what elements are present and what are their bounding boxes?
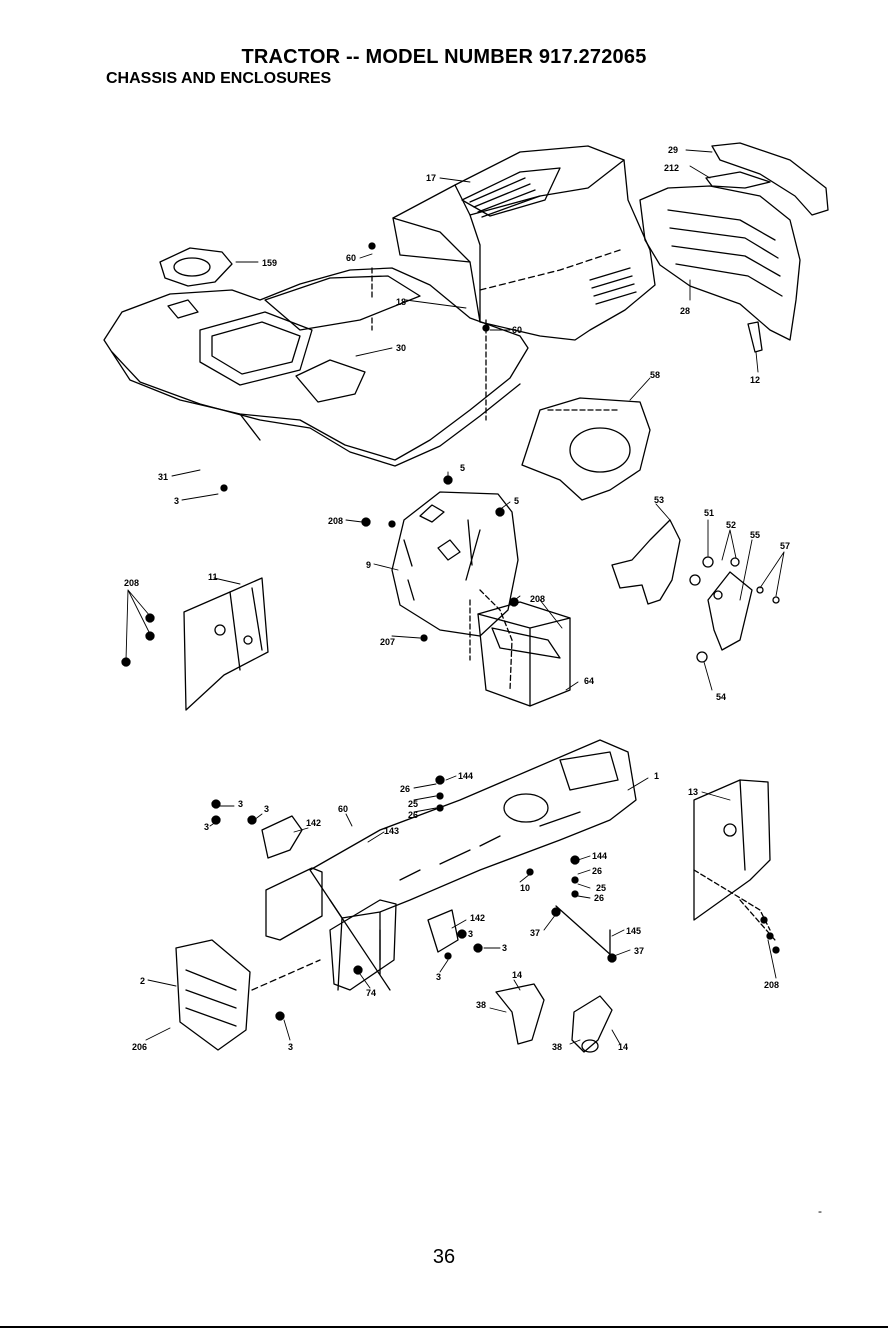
callout-3: 3 xyxy=(502,943,507,953)
callout-208: 208 xyxy=(124,578,139,588)
grille-part xyxy=(640,143,828,352)
callout-18: 18 xyxy=(396,297,406,307)
callout-206: 206 xyxy=(132,1042,147,1052)
callout-5: 5 xyxy=(514,496,519,506)
shroud-part xyxy=(522,398,650,500)
callout-37: 37 xyxy=(634,946,644,956)
callout-54: 54 xyxy=(716,692,726,702)
callout-25: 25 xyxy=(408,799,418,809)
callout-38: 38 xyxy=(476,1000,486,1010)
stray-mark: - xyxy=(818,1204,822,1218)
callout-5: 5 xyxy=(460,463,465,473)
callout-60: 60 xyxy=(338,804,348,814)
callout-3: 3 xyxy=(204,822,209,832)
callout-51: 51 xyxy=(704,508,714,518)
callout-144: 144 xyxy=(592,851,607,861)
bracket-part xyxy=(612,520,779,662)
callout-208: 208 xyxy=(328,516,343,526)
callout-208: 208 xyxy=(530,594,545,604)
callout-9: 9 xyxy=(366,560,371,570)
callout-14: 14 xyxy=(512,970,522,980)
dashboard-tower-part xyxy=(392,492,518,690)
callout-74: 74 xyxy=(366,988,376,998)
callout-52: 52 xyxy=(726,520,736,530)
callout-144: 144 xyxy=(458,771,473,781)
callout-3: 3 xyxy=(238,799,243,809)
callout-37: 37 xyxy=(530,928,540,938)
front-grille-plate-part xyxy=(176,940,320,1050)
callout-29: 29 xyxy=(668,145,678,155)
callout-28: 28 xyxy=(680,306,690,316)
console-box-part xyxy=(478,602,570,706)
callout-31: 31 xyxy=(158,472,168,482)
callout-38: 38 xyxy=(552,1042,562,1052)
callout-60: 60 xyxy=(346,253,356,263)
page-number: 36 xyxy=(0,1246,888,1269)
rod-part xyxy=(556,906,612,960)
callout-12: 12 xyxy=(750,375,760,385)
callout-2: 2 xyxy=(140,976,145,986)
callout-26: 26 xyxy=(592,866,602,876)
fender-body-part xyxy=(104,268,528,466)
callout-142: 142 xyxy=(306,818,321,828)
callout-53: 53 xyxy=(654,495,664,505)
dash-insert-part xyxy=(160,248,232,286)
callout-25: 25 xyxy=(596,883,606,893)
callout-57: 57 xyxy=(780,541,790,551)
leader-lines xyxy=(126,150,784,1044)
callout-13: 13 xyxy=(688,787,698,797)
callout-60: 60 xyxy=(512,325,522,335)
callout-10: 10 xyxy=(520,883,530,893)
callout-14: 14 xyxy=(618,1042,628,1052)
callout-142: 142 xyxy=(470,913,485,923)
callout-3: 3 xyxy=(264,804,269,814)
callout-11: 11 xyxy=(208,572,218,582)
callout-26: 26 xyxy=(408,810,418,820)
callout-1: 1 xyxy=(654,771,659,781)
side-panel-left-part xyxy=(184,578,268,710)
callout-17: 17 xyxy=(426,173,436,183)
callout-3: 3 xyxy=(174,496,179,506)
callout-55: 55 xyxy=(750,530,760,540)
callout-58: 58 xyxy=(650,370,660,380)
side-panel-right-part xyxy=(694,780,775,940)
callout-143: 143 xyxy=(384,826,399,836)
callout-208: 208 xyxy=(764,980,779,990)
callout-3: 3 xyxy=(288,1042,293,1052)
callout-26: 26 xyxy=(594,893,604,903)
callout-145: 145 xyxy=(626,926,641,936)
callout-3: 3 xyxy=(436,972,441,982)
callout-26: 26 xyxy=(400,784,410,794)
callout-159: 159 xyxy=(262,258,277,268)
callout-30: 30 xyxy=(396,343,406,353)
front-plate-part xyxy=(262,816,322,940)
callout-64: 64 xyxy=(584,676,594,686)
callout-212: 212 xyxy=(664,163,679,173)
callout-3: 3 xyxy=(468,929,473,939)
callout-207: 207 xyxy=(380,637,395,647)
